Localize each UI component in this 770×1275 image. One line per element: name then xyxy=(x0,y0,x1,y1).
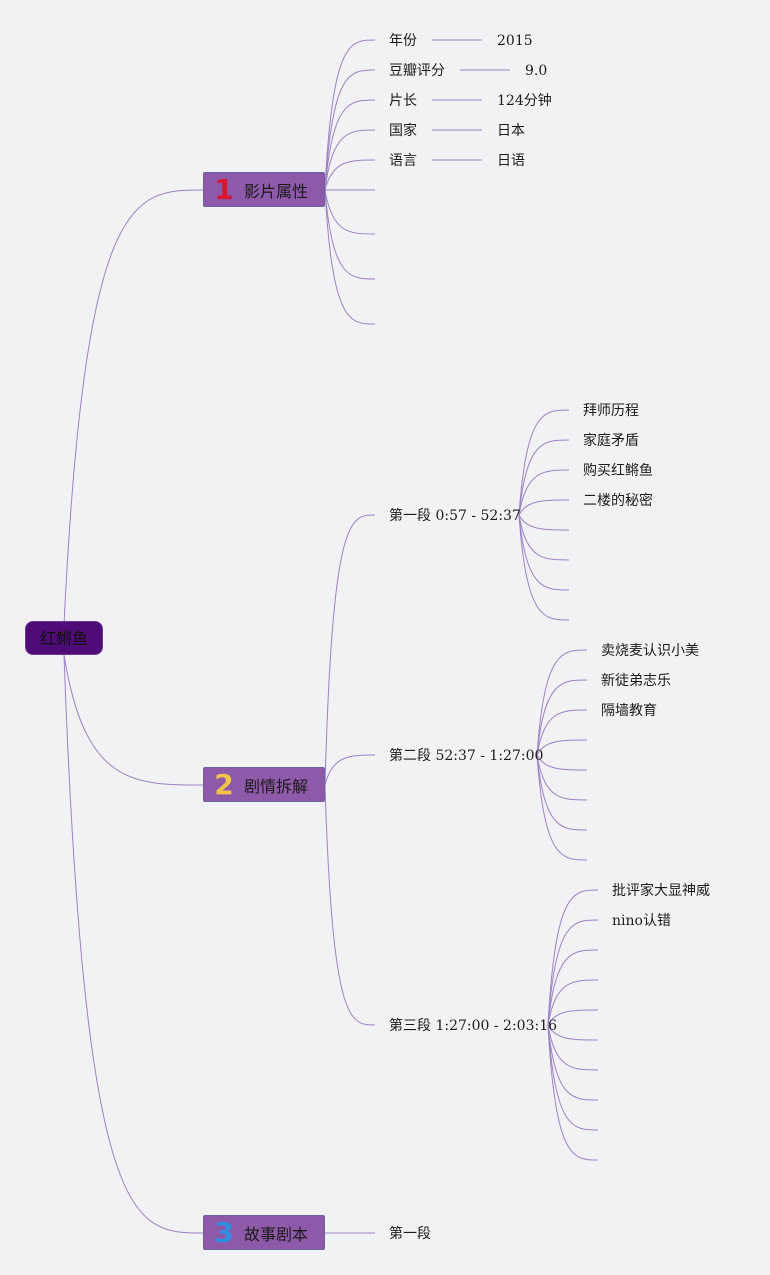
segment-1-child-line xyxy=(518,409,570,516)
segment-2-child-line xyxy=(536,709,588,756)
segment-2-child-line xyxy=(536,739,588,756)
branch-label: 影片属性 xyxy=(244,181,309,201)
attr-connector-line xyxy=(324,189,376,325)
attr-value-rating[interactable]: 9.0 xyxy=(525,63,548,79)
root-node[interactable]: 红鳉鱼 xyxy=(25,621,103,655)
branch-label: 剧情拆解 xyxy=(244,776,309,796)
attr-key-length[interactable]: 片长 xyxy=(389,93,417,109)
attr-value-year[interactable]: 2015 xyxy=(497,33,533,49)
attr-value-country[interactable]: 日本 xyxy=(497,123,525,139)
segment-3-item[interactable]: nino认错 xyxy=(612,913,671,929)
attr-key-year[interactable]: 年份 xyxy=(389,33,417,49)
branch-film-attributes[interactable]: 1 影片属性 xyxy=(203,172,325,207)
attr-connector-line xyxy=(324,99,376,191)
segment-1-item[interactable]: 家庭矛盾 xyxy=(583,433,639,449)
segment-3-child-line xyxy=(547,1024,599,1101)
segment-1-item[interactable]: 二楼的秘密 xyxy=(583,493,653,509)
segment-1-child-line xyxy=(518,514,570,621)
root-to-branch-1-line xyxy=(63,189,204,626)
segment-3-item[interactable]: 批评家大显神威 xyxy=(612,883,710,899)
segment-1-item[interactable]: 拜师历程 xyxy=(583,403,639,419)
attr-connector-line xyxy=(324,129,376,191)
attr-connector-line xyxy=(324,189,376,280)
root-label: 红鳉鱼 xyxy=(39,629,88,648)
attr-value-language[interactable]: 日语 xyxy=(497,153,525,169)
segment-3-child-line xyxy=(547,979,599,1026)
segment-3-node[interactable]: 第三段 1:27:00 - 2:03:16 xyxy=(389,1018,558,1034)
segment-1-child-line xyxy=(518,514,570,531)
branch-2-to-segment-2-line xyxy=(324,754,376,786)
attr-key-country[interactable]: 国家 xyxy=(389,123,417,139)
segment-2-child-line xyxy=(536,679,588,756)
root-to-branch-2-line xyxy=(63,654,204,786)
number-three-icon: 3 xyxy=(214,1216,234,1249)
segment-1-child-line xyxy=(518,439,570,516)
segment-3-child-line xyxy=(547,949,599,1026)
attr-connector-line xyxy=(324,39,376,191)
segment-2-child-line xyxy=(536,649,588,756)
segment-3-child-line xyxy=(547,1009,599,1026)
segment-3-child-line xyxy=(547,1024,599,1161)
segment-1-child-line xyxy=(518,514,570,591)
number-two-icon: 2 xyxy=(214,768,234,801)
segment-1-child-line xyxy=(518,514,570,561)
segment-2-node[interactable]: 第二段 52:37 - 1:27:00 xyxy=(389,748,544,764)
segment-3-child-line xyxy=(547,1024,599,1131)
segment-2-item[interactable]: 隔墙教育 xyxy=(601,703,657,719)
script-item[interactable]: 第一段 xyxy=(389,1226,431,1242)
attr-connector-line xyxy=(324,69,376,191)
segment-2-child-line xyxy=(536,754,588,831)
segment-2-item[interactable]: 卖烧麦认识小美 xyxy=(601,643,699,659)
segment-3-child-line xyxy=(547,1024,599,1071)
segment-1-child-line xyxy=(518,469,570,516)
segment-2-child-line xyxy=(536,754,588,801)
root-to-branch-3-line xyxy=(63,654,204,1234)
attr-connector-line xyxy=(324,159,376,191)
number-one-icon: 1 xyxy=(214,173,234,206)
attr-connector-line xyxy=(324,189,376,235)
segment-3-child-line xyxy=(547,889,599,1026)
segment-3-child-line xyxy=(547,919,599,1026)
segment-1-item[interactable]: 购买红鳉鱼 xyxy=(583,463,653,479)
branch-label: 故事剧本 xyxy=(244,1224,309,1244)
segment-2-item[interactable]: 新徒弟志乐 xyxy=(601,673,671,689)
branch-plot-breakdown[interactable]: 2 剧情拆解 xyxy=(203,767,325,802)
segment-1-child-line xyxy=(518,499,570,516)
attr-value-length[interactable]: 124分钟 xyxy=(497,93,552,109)
branch-2-to-segment-3-line xyxy=(324,784,376,1026)
segment-2-child-line xyxy=(536,754,588,861)
segment-1-node[interactable]: 第一段 0:57 - 52:37 xyxy=(389,508,521,524)
branch-story-script[interactable]: 3 故事剧本 xyxy=(203,1215,325,1250)
segment-2-child-line xyxy=(536,754,588,771)
attr-key-language[interactable]: 语言 xyxy=(389,153,417,169)
attr-key-rating[interactable]: 豆瓣评分 xyxy=(389,63,445,79)
branch-2-to-segment-1-line xyxy=(324,514,376,786)
segment-3-child-line xyxy=(547,1024,599,1041)
